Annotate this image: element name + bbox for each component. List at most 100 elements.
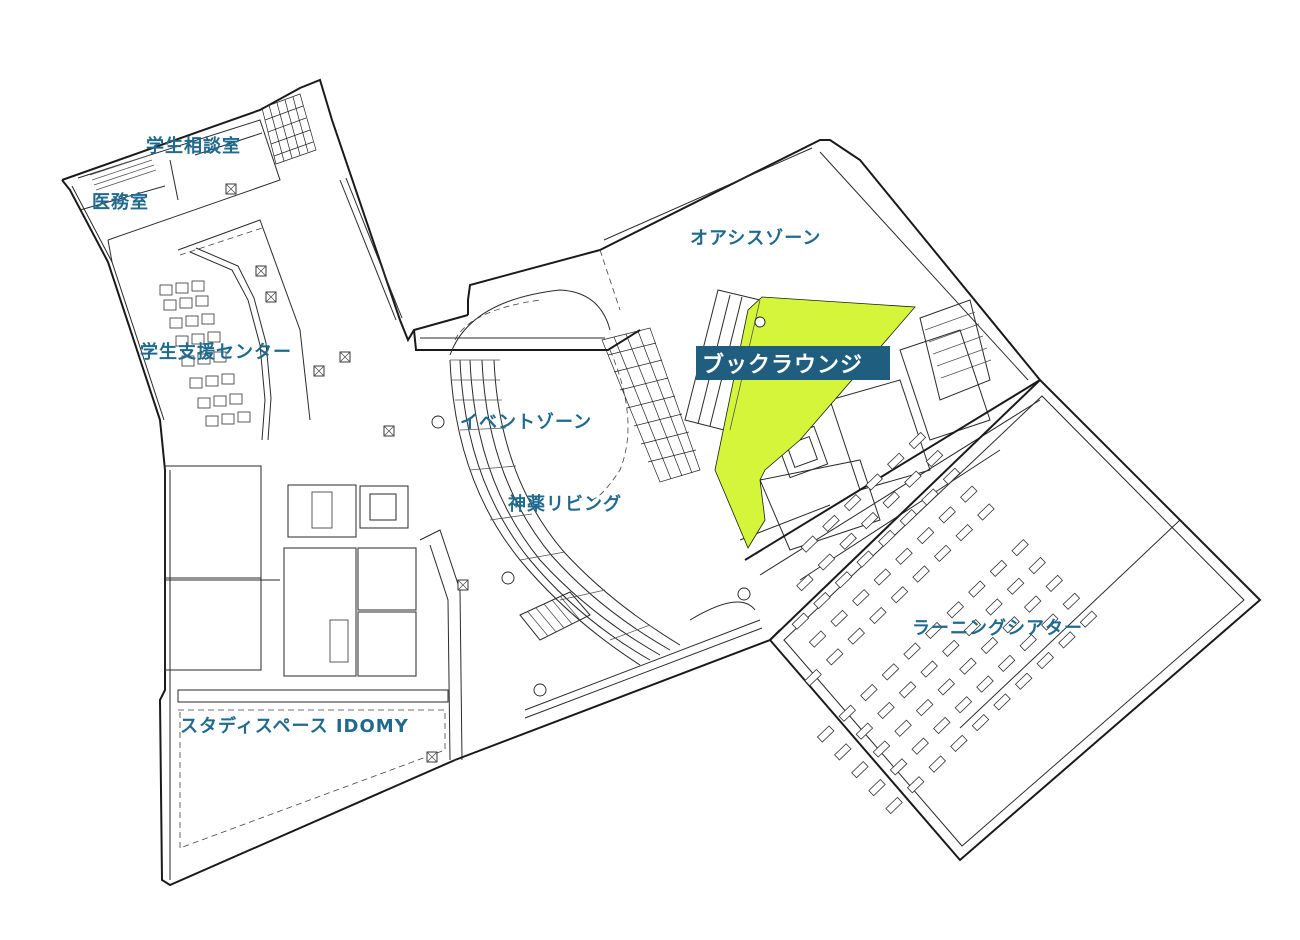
theater-seat <box>898 681 917 699</box>
theater-seat <box>895 547 913 565</box>
theater-seat <box>830 609 848 628</box>
label-shinyaku-living: 神薬リビング <box>508 493 622 515</box>
theater-seat <box>808 630 827 648</box>
theater-seat <box>1023 595 1042 613</box>
theater-seat <box>980 636 999 655</box>
theater-seat <box>997 654 1016 673</box>
east-zone-walls <box>599 139 1041 581</box>
theater-seat <box>1041 613 1059 631</box>
theater-seat <box>954 696 973 714</box>
theater-seat <box>1014 672 1033 690</box>
theater-seat <box>908 431 927 450</box>
label-event-zone: イベントゾーン <box>460 412 592 433</box>
label-oasis-zone: オアシスゾーン <box>690 228 821 249</box>
theater-seat <box>911 737 929 755</box>
theater-seat <box>977 503 995 521</box>
theater-seat <box>955 524 974 542</box>
theater-seat <box>968 580 986 598</box>
theater-seat <box>825 648 844 666</box>
theater-seat <box>912 565 930 583</box>
theater-seat <box>834 743 852 761</box>
theater-seat <box>791 612 810 630</box>
theater-seat <box>946 601 965 619</box>
theater-seat <box>855 722 874 740</box>
theater-seat <box>1006 577 1025 595</box>
theater-seat <box>847 627 866 645</box>
theater-seat <box>971 714 990 732</box>
small-stairs <box>89 154 157 191</box>
theater-seat <box>889 758 908 776</box>
theater-seat <box>822 514 840 533</box>
theater-seat <box>873 568 892 586</box>
theater-seat <box>882 491 901 509</box>
theater-seat <box>920 660 938 678</box>
theater-seat <box>865 473 883 491</box>
theater-seat <box>796 574 814 592</box>
theater-seat <box>924 621 943 640</box>
theater-seat <box>1028 556 1046 575</box>
label-student-counseling: 学生相談室 <box>146 135 241 157</box>
theater-seat <box>960 485 978 503</box>
theater-seat <box>925 449 944 468</box>
theater-seat <box>887 452 905 470</box>
theater-seat <box>869 606 887 625</box>
theater-seat <box>1062 592 1081 610</box>
theater-seat <box>1045 574 1064 593</box>
theater-seat <box>915 698 934 717</box>
theater-seat <box>937 678 956 696</box>
theater-seat <box>834 571 853 589</box>
theater-seat <box>933 544 952 563</box>
theater-seat <box>938 506 956 524</box>
label-learning-theater: ラーニングシアター <box>912 617 1083 639</box>
learning-theater-seats <box>791 431 1098 815</box>
theater-seat <box>906 776 925 794</box>
label-student-support-center: 学生支援センター <box>140 341 292 363</box>
theater-seat <box>933 716 951 735</box>
label-book-lounge[interactable]: ブックラウンジ <box>702 352 863 378</box>
theater-seat <box>838 704 857 722</box>
theater-seat <box>928 755 947 773</box>
theater-seat <box>959 657 977 675</box>
theater-seat <box>916 526 935 545</box>
theater-seat <box>843 494 862 512</box>
theater-seat <box>1019 634 1037 652</box>
theater-seat <box>903 642 921 660</box>
theater-seat <box>881 663 900 681</box>
label-medical-office: 医務室 <box>92 191 149 213</box>
theater-seat <box>989 559 1008 578</box>
theater-seat <box>899 509 918 527</box>
label-study-space: スタディスペース IDOMY <box>180 715 409 737</box>
theater-seat <box>839 532 857 550</box>
theater-seat <box>1079 610 1098 628</box>
theater-seat <box>1002 616 1020 634</box>
theater-seat <box>993 693 1011 711</box>
theater-seat <box>860 511 879 530</box>
theater-seat <box>813 591 831 610</box>
theater-seat <box>860 683 878 702</box>
theater-seat <box>1036 651 1055 670</box>
room-labels: 学生相談室 医務室 学生支援センター オアシスゾーン ブックラウンジ イベントゾ… <box>92 135 1083 737</box>
theater-seat <box>800 535 819 553</box>
theater-seat <box>817 553 836 571</box>
theater-seat <box>921 488 939 506</box>
theater-seat <box>942 467 961 485</box>
theater-seat <box>1058 631 1076 649</box>
theater-seat <box>942 639 960 658</box>
theater-seat <box>851 761 869 779</box>
theater-seat <box>950 734 968 753</box>
book-lounge-label-bg <box>696 346 890 380</box>
theater-seat <box>816 725 835 743</box>
theater-seat <box>878 529 896 548</box>
support-center-desks <box>159 280 251 427</box>
theater-seat <box>868 778 886 797</box>
theater-seat <box>890 586 909 604</box>
theater-seat <box>852 589 870 607</box>
theater-seat <box>804 668 822 687</box>
theater-seat <box>963 619 982 637</box>
theater-seat <box>885 796 903 815</box>
center-grid-stairs <box>601 327 701 483</box>
theater-seat <box>856 550 874 568</box>
left-wing-walls <box>61 78 469 887</box>
theater-seat <box>985 598 1003 616</box>
